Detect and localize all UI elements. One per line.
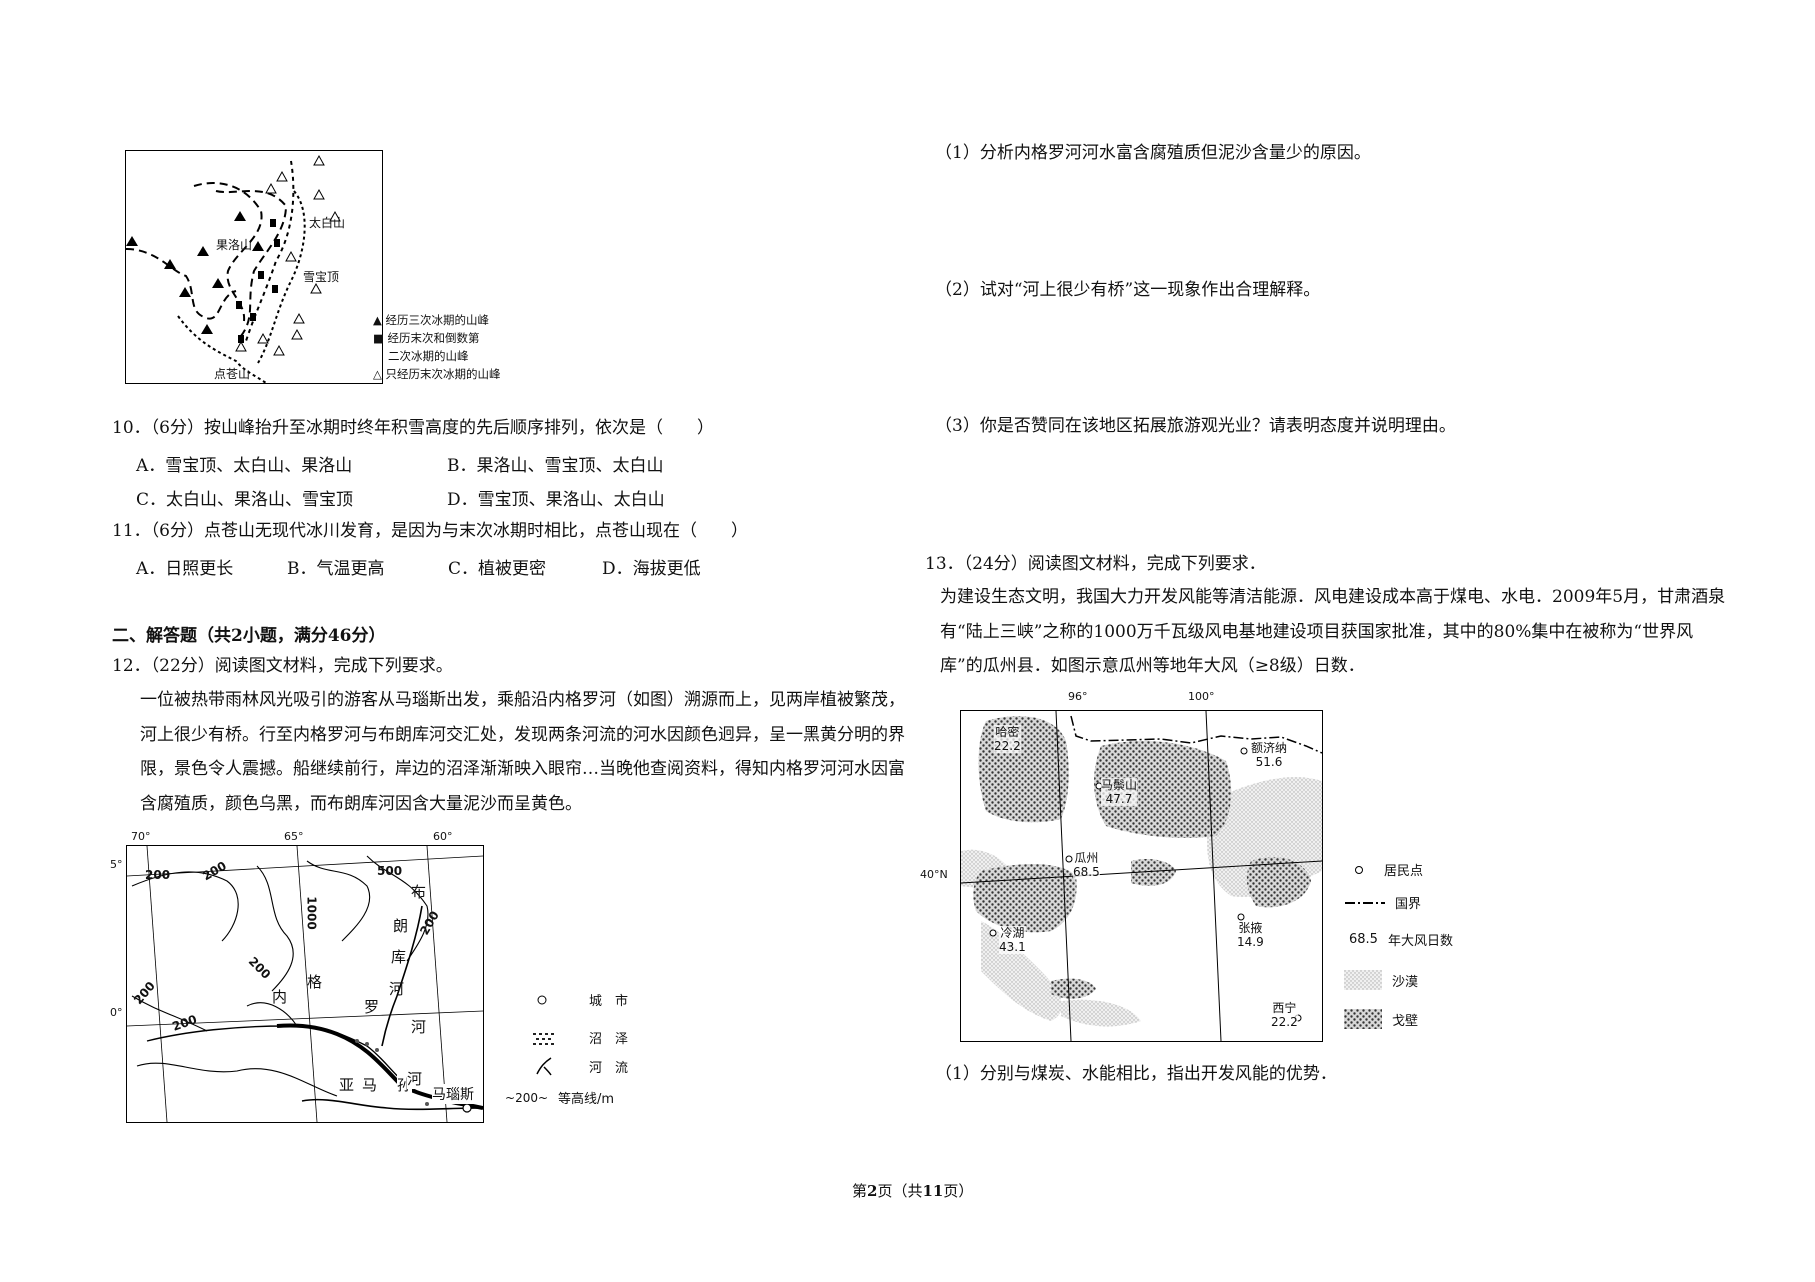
river-label: 马 <box>362 1074 378 1095</box>
q12-stem: 12．（22分）阅读图文材料，完成下列要求。 <box>112 656 453 676</box>
glacier-place-label: 点苍山 <box>214 367 251 381</box>
river-label: 罗 <box>364 998 380 1016</box>
amazon-map: 200 200 1000 500 200 200 200 200 布 朗 库 河… <box>126 845 484 1123</box>
q12-sub1: （1）分析内格罗河河水富含腐殖质但泥沙含量少的原因。 <box>935 143 1371 163</box>
amazon-legend-swamp: 沼 泽 <box>531 1028 628 1047</box>
glacier-place-label: 果洛山 <box>216 238 253 252</box>
q11-option-a[interactable]: A．日照更长 <box>136 559 234 579</box>
gobi-pattern-icon <box>1344 1009 1382 1029</box>
contour-label: 1000 <box>304 896 319 930</box>
swamp-pattern-icon <box>533 1032 554 1045</box>
q10-stem: 10．（6分）按山峰抬升至冰期时终年积雪高度的先后顺序排列，依次是（ ） <box>112 418 714 438</box>
legend-three-glaciations: ▲ 经历三次冰期的山峰 <box>373 313 490 327</box>
desert-pattern-icon <box>1344 970 1382 990</box>
q11-option-b[interactable]: B．气温更高 <box>287 559 385 579</box>
river-label: 河 <box>411 1018 427 1036</box>
amazon-lon-label: 65° <box>284 830 304 843</box>
legend-two-glaciations-cont: 二次冰期的山峰 <box>388 349 469 363</box>
contour-label: 500 <box>377 864 403 878</box>
gansu-lat-label: 40°N <box>920 868 948 881</box>
gansu-lon-label: 100° <box>1188 690 1215 703</box>
legend-two-glaciations: ■ 经历末次和倒数第 <box>373 331 480 345</box>
q11-stem: 11．（6分）点苍山无现代冰川发育，是因为与末次冰期时相比，点苍山现在（ ） <box>112 521 748 541</box>
river-label: 库 <box>391 948 407 966</box>
q10-option-b[interactable]: B．果洛山、雪宝顶、太白山 <box>447 456 664 476</box>
amazon-lon-label: 70° <box>131 830 151 843</box>
q12-sub3: （3）你是否赞同在该地区拓展旅游观光业？请表明态度并说明理由。 <box>935 416 1456 436</box>
q10-option-c[interactable]: C．太白山、果洛山、雪宝顶 <box>136 490 354 510</box>
gansu-legend-border: 国界 <box>1345 893 1421 912</box>
river-label: 亚 <box>339 1074 355 1095</box>
q11-option-d[interactable]: D．海拔更低 <box>602 559 701 579</box>
amazon-legend-city: 城 市 <box>535 990 628 1009</box>
river-label: 布 <box>411 883 427 901</box>
q13-sub1: （1）分别与煤炭、水能相比，指出开发风能的优势． <box>935 1064 1337 1084</box>
page-footer: 第2页（共11页） <box>852 1182 974 1200</box>
glacier-place-label: 太白山 <box>309 216 346 230</box>
amazon-lat-label: 0° <box>110 1006 123 1019</box>
q10-option-d[interactable]: D．雪宝顶、果洛山、太白山 <box>447 490 665 510</box>
q12-material: 一位被热带雨林风光吸引的游客从马瑙斯出发，乘船沿内格罗河（如图）溯源而上，见两岸… <box>140 690 905 814</box>
q11-option-c[interactable]: C．植被更密 <box>448 559 547 579</box>
q12-sub2: （2）试对“河上很少有桥”这一现象作出合理解释。 <box>935 280 1321 300</box>
filled-square-icon: ■ <box>373 331 384 345</box>
river-label: 内 <box>272 988 288 1006</box>
contour-label: 200 <box>145 868 171 882</box>
border-line-icon <box>1345 901 1385 904</box>
gansu-legend-wind-days: 68.5 年大风日数 <box>1349 932 1453 949</box>
glacier-legend: ▲ 经历三次冰期的山峰 ■ 经历末次和倒数第 二次冰期的山峰 △ 只经历末次冰期… <box>373 311 501 383</box>
settlement-circle-icon <box>1355 865 1363 874</box>
city-label: 马瑙斯 <box>432 1084 474 1104</box>
amazon-legend-river: 河 流 <box>535 1056 628 1076</box>
amazon-lat-label: 5° <box>110 858 123 871</box>
river-label: 格 <box>307 973 323 991</box>
q10-option-a[interactable]: A．雪宝顶、太白山、果洛山 <box>136 456 353 476</box>
glacier-place-label: 雪宝顶 <box>303 270 340 284</box>
section-heading: 二、解答题（共2小题，满分46分） <box>112 626 386 646</box>
legend-last-glaciation: △ 只经历末次冰期的山峰 <box>373 367 501 381</box>
gansu-lon-label: 96° <box>1068 690 1088 703</box>
filled-triangle-icon: ▲ <box>373 313 382 327</box>
q13-material: 为建设生态文明，我国大力开发风能等清洁能源．风电建设成本高于煤电、水电．2009… <box>940 587 1726 676</box>
gansu-legend-desert: 沙漠 <box>1344 970 1418 990</box>
open-triangle-icon: △ <box>373 367 382 381</box>
amazon-legend-contour: ~200~ 等高线/m <box>505 1090 615 1108</box>
glacier-map-svg <box>126 154 341 383</box>
gansu-legend-settlement: 居民点 <box>1352 860 1423 879</box>
gansu-legend-gobi: 戈壁 <box>1344 1009 1418 1029</box>
city-circle-icon <box>537 995 547 1004</box>
q13-stem: 13．（24分）阅读图文材料，完成下列要求． <box>925 554 1266 574</box>
river-label: 河 <box>389 980 405 998</box>
wind-days-sample: 68.5 <box>1349 932 1378 947</box>
contour-sample-icon: ~200~ <box>505 1090 549 1105</box>
river-icon <box>536 1057 552 1076</box>
amazon-lon-label: 60° <box>433 830 453 843</box>
river-label: 河 <box>407 1068 423 1089</box>
river-label: 朗 <box>393 917 409 935</box>
glacier-map: 果洛山 太白山 雪宝顶 点苍山 <box>125 150 383 384</box>
amazon-map-svg <box>127 846 483 1122</box>
